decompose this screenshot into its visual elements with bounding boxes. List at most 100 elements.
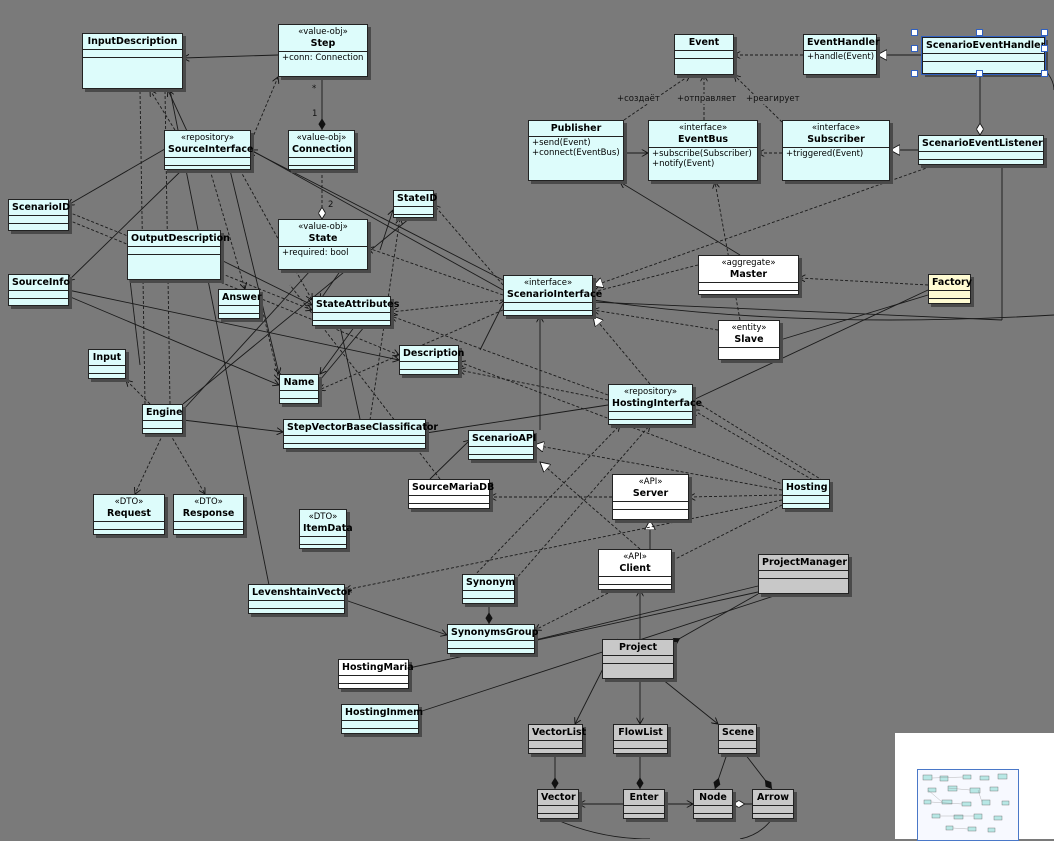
class-server[interactable]: «API»Server <box>612 474 689 520</box>
edge-32[interactable] <box>593 316 651 385</box>
class-scenario-event-listener[interactable]: ScenarioEventListener <box>918 135 1044 165</box>
class-input-description[interactable]: InputDescription <box>82 33 183 89</box>
resize-handle-tm[interactable] <box>976 29 983 36</box>
edge-92[interactable] <box>379 210 393 251</box>
edge-curve-1[interactable] <box>592 299 1054 321</box>
edge-47[interactable] <box>744 753 773 790</box>
class-enter[interactable]: Enter <box>623 789 665 819</box>
class-hosting-maria[interactable]: HostingMaria <box>338 659 414 689</box>
resize-handle-br[interactable] <box>1041 70 1048 77</box>
edge-17[interactable] <box>593 164 936 286</box>
edge-61[interactable] <box>169 433 205 494</box>
class-event-bus[interactable]: «interface»EventBus+subscribe(Subscriber… <box>648 120 758 181</box>
edge-55[interactable] <box>418 593 781 713</box>
class-vector[interactable]: Vector <box>537 789 579 819</box>
class-synonym[interactable]: Synonym <box>462 574 515 604</box>
edge-56[interactable] <box>669 593 759 645</box>
edge-28[interactable] <box>391 299 504 312</box>
edge-74[interactable] <box>249 149 504 281</box>
class-hosting[interactable]: Hosting <box>782 479 830 509</box>
class-description[interactable]: Description <box>399 345 464 375</box>
edge-5[interactable] <box>150 90 176 131</box>
class-hosting-interface[interactable]: «repository»HostingInterface <box>608 384 702 425</box>
class-event[interactable]: Event <box>674 34 734 75</box>
edge-78[interactable] <box>320 325 356 374</box>
edge-25[interactable] <box>715 182 741 321</box>
edge-59[interactable] <box>182 419 283 432</box>
class-synonyms-group[interactable]: SynonymsGroup <box>447 624 538 654</box>
edge-60[interactable] <box>135 433 164 494</box>
class-slave[interactable]: «entity»Slave <box>718 320 780 360</box>
class-project[interactable]: Project <box>602 639 674 679</box>
resize-handle-tr[interactable] <box>1041 29 1048 36</box>
class-master[interactable]: «aggregate»Master <box>698 255 799 295</box>
edge-80[interactable] <box>319 325 366 381</box>
class-scenario-event-handler[interactable]: ScenarioEventHandler <box>921 36 1046 75</box>
class-scenario-interface[interactable]: «interface»ScenarioInterface <box>503 275 602 316</box>
edge-22[interactable] <box>779 294 929 341</box>
class-scenario-id[interactable]: ScenarioID <box>8 199 70 231</box>
class-levenshtain-vector[interactable]: LevenshtainVector <box>248 584 352 614</box>
edge-65[interactable] <box>129 279 141 366</box>
edge-62[interactable] <box>126 380 151 405</box>
edge-34[interactable] <box>459 362 786 486</box>
edge-58[interactable] <box>535 504 783 630</box>
edge-93[interactable] <box>320 269 342 300</box>
resize-handle-bm[interactable] <box>976 70 983 77</box>
edge-29[interactable] <box>434 205 504 286</box>
edge-curve-3[interactable] <box>554 818 651 839</box>
edge-21[interactable] <box>799 278 929 286</box>
edge-19[interactable] <box>592 301 1003 321</box>
edge-77[interactable] <box>259 299 279 380</box>
edge-3[interactable] <box>249 77 278 145</box>
class-state-attributes[interactable]: StateAttributes <box>312 296 399 326</box>
edge-85[interactable] <box>693 410 831 491</box>
resize-handle-mr[interactable] <box>1041 45 1048 52</box>
class-connection[interactable]: «value-obj»Connection <box>288 130 355 170</box>
class-publisher[interactable]: Publisher+send(Event)+connect(EventBus) <box>528 120 624 181</box>
edge-86[interactable] <box>514 425 650 581</box>
class-subscriber[interactable]: «interface»Subscriber+triggered(Event) <box>782 120 890 181</box>
edge-53[interactable] <box>534 585 759 641</box>
class-node[interactable]: Node <box>693 789 733 819</box>
edge-72[interactable] <box>220 259 312 305</box>
class-scene[interactable]: Scene <box>718 724 757 754</box>
class-step[interactable]: «value-obj»Step+conn: Connection <box>278 24 368 77</box>
edge-76[interactable] <box>209 169 245 289</box>
edge-23[interactable] <box>593 310 719 331</box>
class-step-vector-base-classificator[interactable]: StepVectorBaseClassificator <box>283 419 438 449</box>
minimap-panel[interactable] <box>895 733 1054 841</box>
edge-54[interactable] <box>408 591 759 669</box>
edge-14[interactable] <box>623 75 690 121</box>
resize-handle-ml[interactable] <box>911 45 918 52</box>
class-request[interactable]: «DTO»Request <box>93 494 165 535</box>
edge-69[interactable] <box>67 295 279 385</box>
class-hosting-inmem[interactable]: HostingInmem <box>341 704 423 734</box>
edge-16[interactable] <box>734 75 783 123</box>
edge-83[interactable] <box>425 404 609 434</box>
class-item-data[interactable]: «DTO»ItemData <box>299 509 353 549</box>
edge-89[interactable] <box>429 440 470 480</box>
edge-57[interactable] <box>345 499 783 590</box>
resize-handle-bl[interactable] <box>911 70 918 77</box>
edge-87[interactable] <box>469 425 620 581</box>
edge-20[interactable] <box>593 264 699 292</box>
class-arrow[interactable]: Arrow <box>752 789 794 819</box>
minimap-viewport[interactable] <box>917 769 1019 841</box>
class-engine[interactable]: Engine <box>142 404 183 434</box>
class-scenario-api[interactable]: ScenarioAPI <box>468 430 536 460</box>
edge-68[interactable] <box>67 289 399 360</box>
resize-handle-tl[interactable] <box>911 29 918 36</box>
class-input[interactable]: Input <box>88 349 126 379</box>
edge-71[interactable] <box>67 219 399 355</box>
edge-39[interactable] <box>540 462 641 550</box>
edge-84[interactable] <box>692 289 929 401</box>
edge-26[interactable] <box>251 150 504 291</box>
edge-88[interactable] <box>479 300 505 351</box>
class-flow-list[interactable]: FlowList <box>613 724 668 754</box>
edge-35[interactable] <box>534 445 783 491</box>
edge-0[interactable] <box>183 55 279 58</box>
class-source-info[interactable]: SourceInfo <box>8 274 70 306</box>
class-source-maria-db[interactable]: SourceMariaDB <box>408 479 494 509</box>
